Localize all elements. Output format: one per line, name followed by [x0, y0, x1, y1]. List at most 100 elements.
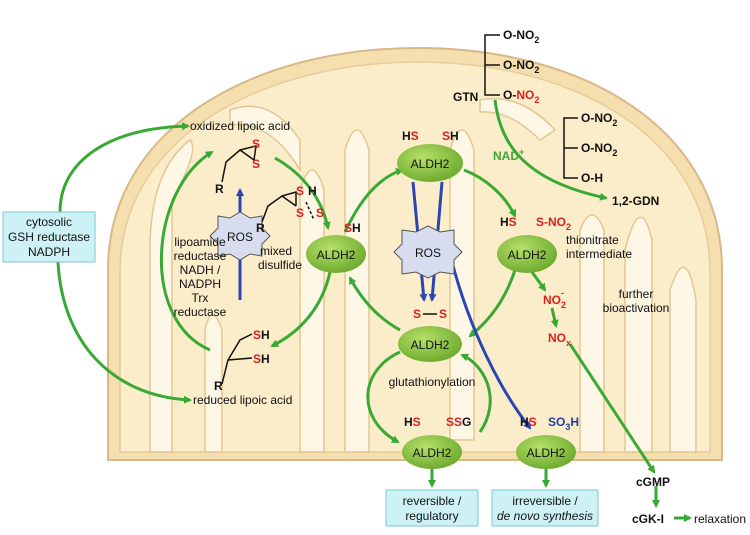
gdn-structure: O-NO2 O-NO2 O-H 1,2-GDN [563, 111, 659, 208]
reductase-line-6: reductase [174, 305, 227, 319]
bioactivation-line-1: further [619, 287, 654, 301]
arrow-nox-to-cgmp [568, 343, 656, 474]
gtn-nitrate-3-o: O- [503, 88, 516, 102]
thionitrate-line-2: intermediate [566, 247, 632, 261]
gtn-structure: GTN O-NO2 O-NO2 O-NO2 [453, 28, 539, 105]
nad-label: NAD+ [493, 147, 524, 163]
svg-text:O-NO2: O-NO2 [581, 111, 617, 128]
reduced-sh-1: SH [253, 328, 270, 342]
oxidized-s-2: S [252, 157, 260, 171]
aldh2-glut-ssg: SSG [446, 415, 471, 429]
oxidized-lipoic-label: oxidized lipoic acid [190, 119, 290, 133]
glutathionylation-label: glutathionylation [389, 375, 476, 389]
mixed-line-1: mixed [260, 244, 292, 258]
reduced-lipoic-label: reduced lipoic acid [193, 393, 292, 407]
mixed-s-2: S [296, 206, 304, 220]
gdn-nitrate-1: O-NO [581, 111, 612, 125]
reductase-text: lipoamide reductase NADH / NADPH Trx red… [174, 235, 227, 319]
gtn-nitrate-1: O-NO [503, 28, 534, 42]
cytosolic-box: cytosolic GSH reductase NADPH [2, 211, 96, 263]
aldh2-sulfonic-hs: HS [520, 415, 537, 429]
mixed-h-1: H [308, 184, 317, 198]
svg-text:O-NO2: O-NO2 [503, 28, 539, 45]
aldh2-sulfonic-label: ALDH2 [527, 446, 566, 460]
arrow-glut-to-mid [460, 353, 492, 433]
reversible-line-1: reversible / [403, 494, 462, 508]
mixed-s-1: S [296, 184, 304, 198]
arrow-cytosolic-to-reduced [56, 261, 192, 404]
reversible-line-2: regulatory [405, 509, 458, 523]
reductase-line-5: Trx [192, 291, 209, 305]
aldh2-left-sh: SH [344, 221, 361, 235]
green-arrows [56, 99, 692, 522]
gdn-nitrate-2: O-NO [581, 141, 612, 155]
reductase-line-1: lipoamide [174, 235, 226, 249]
aldh2-thionitrate-sno2: S-NO2 [536, 215, 571, 232]
mixed-disulfide-structure: S H S S R mixed disulfide [256, 184, 324, 272]
cgmp-label: cGMP [636, 475, 670, 489]
aldh2-thionitrate-hs: HS [500, 215, 517, 229]
gdn-hydroxyl: O-H [581, 171, 603, 185]
nitrite-label: NO2- [543, 288, 566, 310]
gtn-label: GTN [453, 90, 478, 104]
cytosolic-line-2: GSH reductase [8, 230, 90, 244]
svg-text:O-NO2: O-NO2 [581, 141, 617, 158]
aldh2-sulfonic-so3h: SO3H [548, 415, 579, 432]
oxidized-r: R [215, 182, 224, 196]
aldh2-middle-label: ALDH2 [411, 338, 450, 352]
aldh2-glut-hs: HS [404, 415, 421, 429]
ros-left-label: ROS [227, 230, 253, 244]
reductase-line-3: NADH / [180, 263, 221, 277]
reductase-line-2: reductase [174, 249, 227, 263]
ros-left: ROS [209, 211, 271, 261]
thionitrate-line-1: thionitrate [566, 233, 619, 247]
cgki-label: cGK-I [632, 512, 664, 526]
gtn-nitrate-3-no: NO [516, 88, 534, 102]
aldh2-left: ALDH2 [306, 235, 366, 273]
arrow-ros-mid-to-sulfonic [450, 261, 532, 430]
aldh2-middle-s-1: S [413, 307, 421, 321]
arrow-oxidized-to-aldh2-left [274, 156, 331, 230]
aldh2-top: ALDH2 HS SH [397, 129, 463, 182]
arrow-top-to-thionitrate [463, 168, 517, 218]
reversible-box: reversible / regulatory [385, 489, 479, 527]
mixed-line-2: disulfide [258, 258, 302, 272]
aldh2-sulfonic: ALDH2 HS SO3H [516, 415, 579, 469]
aldh2-middle-s-2: S [439, 307, 447, 321]
aldh2-top-label: ALDH2 [411, 157, 450, 171]
svg-text:O-NO2: O-NO2 [503, 88, 539, 105]
aldh2-thionitrate-label: ALDH2 [508, 248, 547, 262]
oxidized-s-1: S [252, 137, 260, 151]
irreversible-line-1: irreversible / [512, 494, 578, 508]
ros-middle-label: ROS [415, 246, 441, 260]
reduced-sh-2: SH [253, 352, 270, 366]
nox-label: NOx [548, 331, 571, 348]
ros-middle: ROS [393, 225, 463, 279]
aldh2-top-hs: HS [402, 129, 419, 143]
arrow-thionitrate-to-nitrite [530, 271, 547, 292]
arrow-mid-to-glut [366, 350, 401, 444]
oxidized-lipoic-structure: S S R [215, 137, 260, 196]
irreversible-box: irreversible / de novo synthesis [491, 489, 599, 527]
bioactivation-line-2: bioactivation [603, 301, 670, 315]
cytosolic-line-3: NADPH [28, 245, 70, 259]
svg-text:O-NO2: O-NO2 [503, 58, 539, 75]
aldh2-glut-label: ALDH2 [413, 446, 452, 460]
relaxation-label: relaxation [694, 512, 746, 526]
arrow-aldh2-left-to-top [343, 168, 404, 233]
aldh2-left-label: ALDH2 [317, 248, 356, 262]
aldh2-glut: ALDH2 HS SSG glutathionylation [389, 375, 476, 469]
aldh2-thionitrate: ALDH2 HS S-NO2 thionitrate intermediate [497, 215, 632, 273]
arrow-aldh2-left-to-reduced [270, 271, 332, 348]
irreversible-line-2: de novo synthesis [497, 509, 593, 523]
arrow-mid-to-aldh2-left [348, 276, 401, 332]
reduced-r: R [214, 379, 223, 393]
cytosolic-line-1: cytosolic [26, 215, 72, 229]
arrow-gtn-to-gdn [493, 99, 608, 201]
reduced-lipoic-structure: SH SH R [214, 328, 270, 393]
gtn-nitrate-2: O-NO [503, 58, 534, 72]
mixed-s-3: S [316, 206, 324, 220]
arrow-reduced-to-oxidized [159, 150, 214, 352]
